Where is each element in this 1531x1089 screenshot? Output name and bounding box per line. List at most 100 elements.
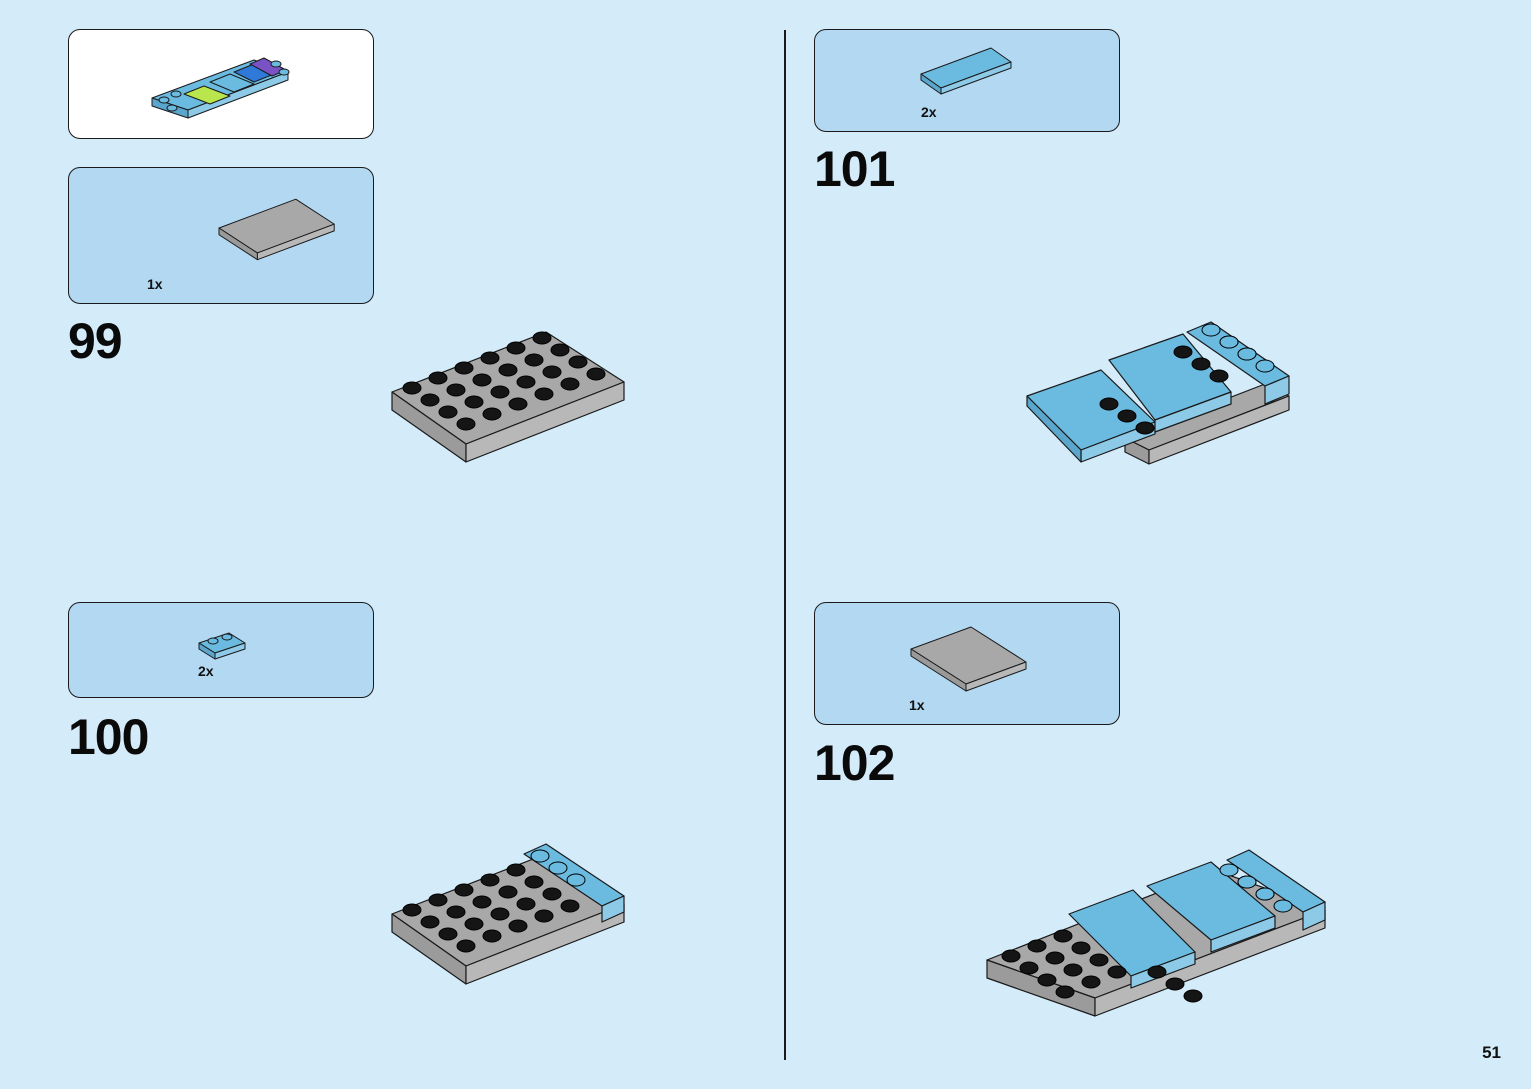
step-102-part-qty: 1x xyxy=(909,697,925,713)
stud xyxy=(532,331,552,345)
stud xyxy=(472,895,492,909)
stud xyxy=(454,883,474,897)
stud xyxy=(446,905,466,919)
stud xyxy=(1147,965,1167,979)
stud xyxy=(420,915,440,929)
stud xyxy=(472,373,492,387)
stud xyxy=(586,367,606,381)
step-99-assembly-illustration xyxy=(391,331,625,463)
stud xyxy=(1089,953,1109,967)
stud xyxy=(498,363,518,377)
stud xyxy=(1027,939,1047,953)
stud xyxy=(550,343,570,357)
stud xyxy=(1201,323,1221,337)
stud xyxy=(534,387,554,401)
light-blue-plate-part-icon xyxy=(198,632,246,660)
stud xyxy=(1117,409,1137,423)
stud xyxy=(438,405,458,419)
stud xyxy=(498,885,518,899)
stud xyxy=(420,393,440,407)
page-number: 51 xyxy=(1482,1043,1501,1062)
step-101-assembly-illustration xyxy=(1026,321,1290,465)
step-102-parts-panel: 1x xyxy=(814,602,1120,725)
stud xyxy=(524,353,544,367)
stud xyxy=(560,899,580,913)
gray-plate-part-icon xyxy=(218,198,335,261)
stud xyxy=(454,361,474,375)
stud xyxy=(1045,951,1065,965)
stud xyxy=(566,873,586,887)
stud xyxy=(516,897,536,911)
stud xyxy=(1165,977,1185,991)
stud xyxy=(1237,875,1257,889)
stud xyxy=(560,377,580,391)
stud xyxy=(1255,887,1275,901)
stud xyxy=(524,875,544,889)
stud xyxy=(464,917,484,931)
step-number-100: 100 xyxy=(68,709,149,765)
step-number-99: 99 xyxy=(68,313,123,369)
stud xyxy=(1081,975,1101,989)
stud xyxy=(516,375,536,389)
stud xyxy=(1019,961,1039,975)
stud xyxy=(508,919,528,933)
stud xyxy=(428,371,448,385)
step-number-101: 101 xyxy=(814,141,895,197)
stud xyxy=(1001,949,1021,963)
stud xyxy=(548,861,568,875)
stud xyxy=(482,407,502,421)
stud xyxy=(1209,369,1229,383)
stud xyxy=(1183,989,1203,1003)
page-divider xyxy=(784,30,786,1060)
step-100-part-qty: 2x xyxy=(198,663,214,679)
step-100-parts-panel: 2x xyxy=(68,602,374,698)
overview-model-illustration xyxy=(151,57,290,119)
stud xyxy=(1237,347,1257,361)
step-101-part-qty: 2x xyxy=(921,104,937,120)
stud xyxy=(1273,899,1293,913)
stud xyxy=(508,397,528,411)
stud xyxy=(446,383,466,397)
step-99-parts-panel: 1x xyxy=(68,167,374,304)
stud xyxy=(482,929,502,943)
stud xyxy=(506,863,526,877)
stud xyxy=(1191,357,1211,371)
stud xyxy=(1055,985,1075,999)
stud xyxy=(542,365,562,379)
stud xyxy=(456,417,476,431)
stud xyxy=(534,909,554,923)
stud xyxy=(1053,929,1073,943)
stud xyxy=(480,873,500,887)
stud xyxy=(1063,963,1083,977)
stud xyxy=(1107,965,1127,979)
gray-plate-4x4-part-icon xyxy=(910,626,1027,692)
stud xyxy=(402,903,422,917)
stud xyxy=(530,849,550,863)
stud xyxy=(428,893,448,907)
stud xyxy=(1071,941,1091,955)
stud xyxy=(480,351,500,365)
light-blue-tile-part-icon xyxy=(920,47,1012,95)
step-100-assembly-illustration xyxy=(391,843,625,985)
stud xyxy=(1219,335,1239,349)
stud xyxy=(490,907,510,921)
step-number-102: 102 xyxy=(814,735,895,791)
step-101-parts-panel: 2x xyxy=(814,29,1120,132)
stud xyxy=(490,385,510,399)
stud xyxy=(402,381,422,395)
overview-panel xyxy=(68,29,374,139)
stud xyxy=(1135,421,1155,435)
stud xyxy=(1255,359,1275,373)
stud xyxy=(1173,345,1193,359)
stud xyxy=(456,939,476,953)
stud xyxy=(438,927,458,941)
stud xyxy=(1219,863,1239,877)
step-102-assembly-illustration xyxy=(986,849,1326,1017)
stud xyxy=(1099,397,1119,411)
step-99-part-qty: 1x xyxy=(147,276,163,292)
stud xyxy=(568,355,588,369)
stud xyxy=(1037,973,1057,987)
stud xyxy=(506,341,526,355)
stud xyxy=(542,887,562,901)
stud xyxy=(464,395,484,409)
